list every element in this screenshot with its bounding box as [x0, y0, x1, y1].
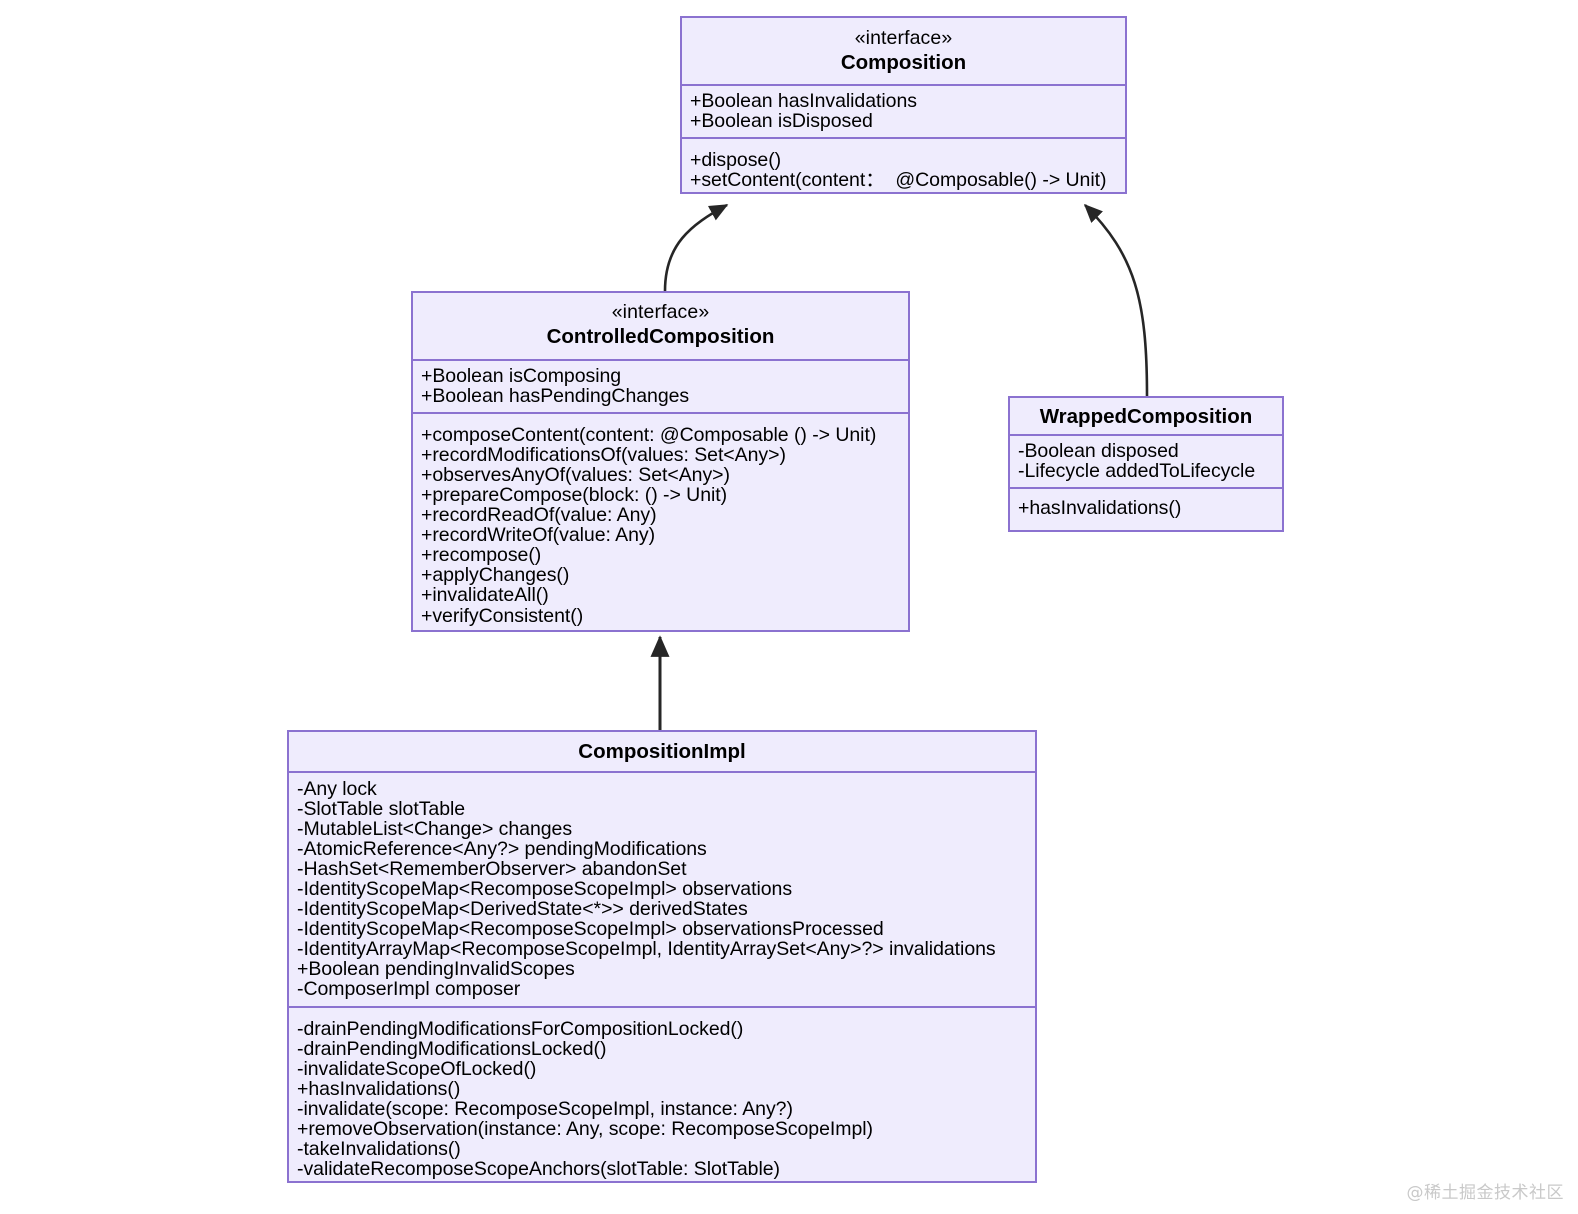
attributes-compartment: +Boolean isComposing +Boolean hasPending…: [413, 359, 908, 412]
attribute-item: +Boolean hasPendingChanges: [421, 385, 690, 408]
operations-compartment: +composeContent(content: @Composable () …: [413, 412, 908, 633]
class-box-composition-impl[interactable]: CompositionImpl -Any lock -SlotTable slo…: [287, 730, 1037, 1183]
attribute-item: -IdentityScopeMap<RecomposeScopeImpl> ob…: [297, 878, 793, 901]
operation-list: -drainPendingModificationsForComposition…: [297, 1017, 1027, 1180]
class-header-composition: «interface» Composition: [682, 18, 1125, 84]
operation-item: -validateRecomposeScopeAnchors(slotTable…: [297, 1157, 780, 1180]
class-title: ControlledComposition: [546, 325, 775, 348]
attributes-compartment: -Boolean disposed -Lifecycle addedToLife…: [1010, 434, 1282, 487]
class-title: WrappedComposition: [1039, 405, 1253, 428]
attribute-list: -Any lock -SlotTable slotTable -MutableL…: [297, 779, 1027, 1000]
class-box-composition[interactable]: «interface» Composition +Boolean hasInva…: [680, 16, 1127, 194]
class-stereotype: «interface»: [854, 27, 953, 49]
class-box-controlled-composition[interactable]: «interface» ControlledComposition +Boole…: [411, 291, 910, 632]
operation-item: +hasInvalidations(): [1018, 497, 1182, 520]
attribute-item: -Lifecycle addedToLifecycle: [1018, 460, 1256, 483]
attribute-item: +Boolean pendingInvalidScopes: [297, 958, 575, 981]
attribute-item: -AtomicReference<Any?> pendingModificati…: [297, 838, 707, 861]
attribute-list: -Boolean disposed -Lifecycle addedToLife…: [1018, 441, 1274, 481]
attribute-list: +Boolean isComposing +Boolean hasPending…: [421, 366, 900, 406]
attribute-item: -Any lock: [297, 778, 377, 800]
attributes-compartment: -Any lock -SlotTable slotTable -MutableL…: [289, 771, 1035, 1006]
watermark: @稀土掘金技术社区: [1406, 1183, 1564, 1203]
class-header-wrapped-composition: WrappedComposition: [1010, 398, 1282, 434]
attribute-item: -IdentityArrayMap<RecomposeScopeImpl, Id…: [297, 938, 996, 961]
operation-item: +observesAnyOf(values: Set<Any>): [421, 464, 730, 487]
class-box-wrapped-composition[interactable]: WrappedComposition -Boolean disposed -Li…: [1008, 396, 1284, 532]
operation-list: +dispose() +setContent(content： @Composa…: [690, 150, 1117, 190]
class-stereotype: «interface»: [611, 301, 710, 323]
class-title: Composition: [840, 51, 967, 74]
operation-item: +setContent(content： @Composable() -> Un…: [690, 169, 1107, 192]
operation-item: +recordReadOf(value: Any): [421, 504, 657, 527]
class-header-controlled-composition: «interface» ControlledComposition: [413, 293, 908, 359]
operation-item: -takeInvalidations(): [297, 1137, 461, 1160]
operation-item: +removeObservation(instance: Any, scope:…: [297, 1117, 873, 1140]
operation-item: +applyChanges(): [421, 564, 570, 587]
operation-item: +recompose(): [421, 544, 542, 567]
attribute-item: +Boolean isDisposed: [690, 110, 873, 133]
class-title: CompositionImpl: [578, 740, 746, 763]
operation-item: -drainPendingModificationsLocked(): [297, 1037, 607, 1060]
attribute-item: +Boolean isComposing: [421, 365, 622, 387]
operation-item: +dispose(): [690, 149, 782, 172]
operation-item: +hasInvalidations(): [297, 1077, 461, 1100]
operation-item: +recordModificationsOf(values: Set<Any>): [421, 444, 786, 467]
attribute-list: +Boolean hasInvalidations +Boolean isDis…: [690, 91, 1117, 131]
operation-list: +composeContent(content: @Composable () …: [421, 424, 900, 627]
attribute-item: -ComposerImpl composer: [297, 978, 521, 1001]
operations-compartment: +hasInvalidations(): [1010, 487, 1282, 526]
operation-item: +prepareCompose(block: () -> Unit): [421, 484, 728, 507]
attribute-item: -SlotTable slotTable: [297, 798, 466, 821]
attribute-item: -Boolean disposed: [1018, 440, 1179, 462]
operation-list: +hasInvalidations(): [1018, 498, 1274, 518]
attribute-item: -MutableList<Change> changes: [297, 818, 573, 841]
attribute-item: -IdentityScopeMap<RecomposeScopeImpl> ob…: [297, 918, 884, 941]
attribute-item: -IdentityScopeMap<DerivedState<*>> deriv…: [297, 898, 748, 921]
attribute-item: -HashSet<RememberObserver> abandonSet: [297, 858, 687, 881]
attributes-compartment: +Boolean hasInvalidations +Boolean isDis…: [682, 84, 1125, 137]
operation-item: +composeContent(content: @Composable () …: [421, 424, 877, 447]
operation-item: +verifyConsistent(): [421, 604, 584, 627]
operation-item: +recordWriteOf(value: Any): [421, 524, 656, 547]
operation-item: +invalidateAll(): [421, 584, 549, 607]
connector-controlled-to-composition: [663, 203, 729, 292]
operation-item: -drainPendingModificationsForComposition…: [297, 1017, 744, 1040]
operation-item: -invalidate(scope: RecomposeScopeImpl, i…: [297, 1097, 793, 1120]
class-header-composition-impl: CompositionImpl: [289, 732, 1035, 771]
operations-compartment: -drainPendingModificationsForComposition…: [289, 1005, 1035, 1187]
operation-item: -invalidateScopeOfLocked(): [297, 1057, 537, 1080]
operations-compartment: +dispose() +setContent(content： @Composa…: [682, 137, 1125, 198]
connector-wrapped-to-composition: [1083, 203, 1149, 397]
attribute-item: +Boolean hasInvalidations: [690, 90, 917, 112]
